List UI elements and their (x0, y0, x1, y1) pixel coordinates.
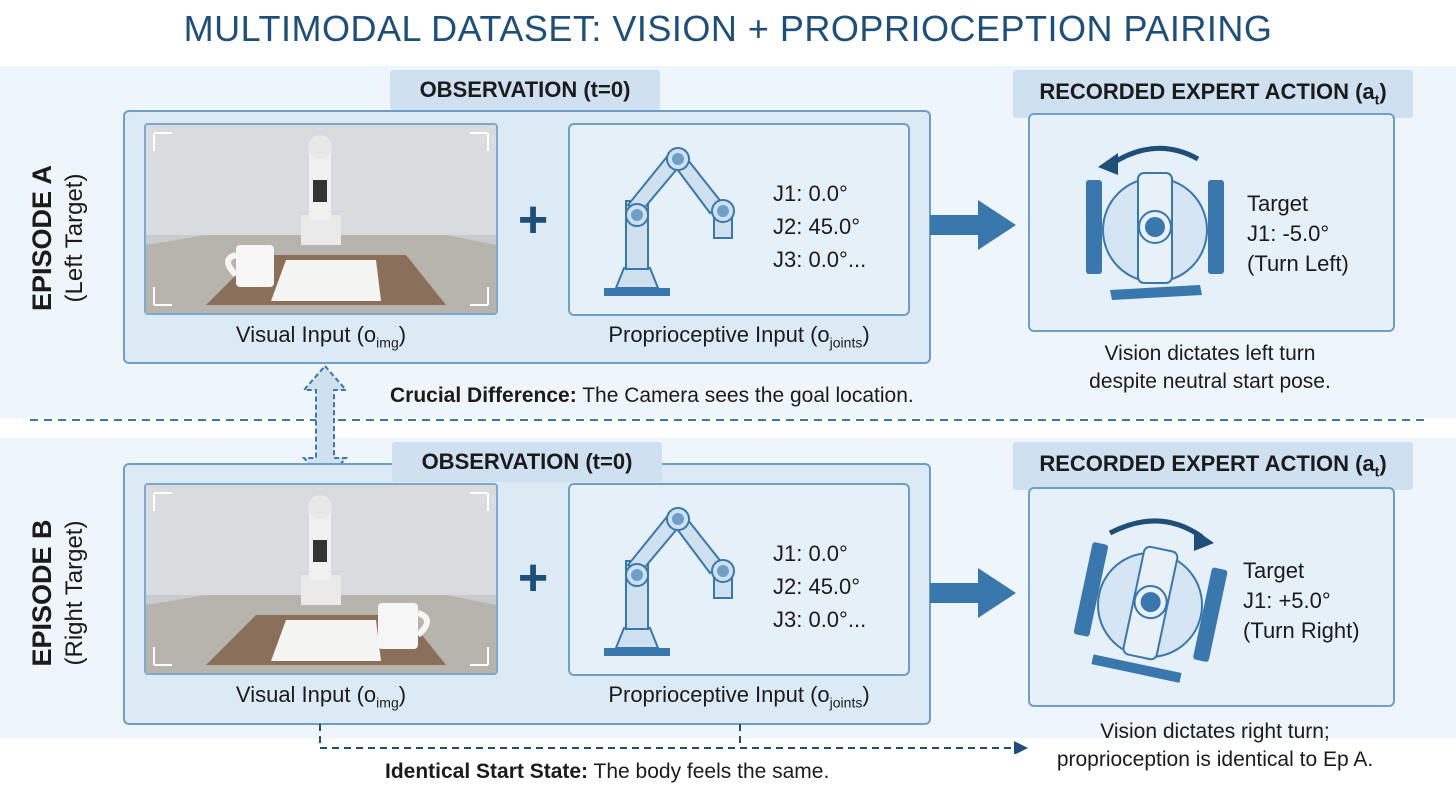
episode-divider (30, 419, 1430, 421)
episode-a-action-panel: Target J1: -5.0° (Turn Left) (1028, 113, 1395, 332)
turn-left-icon (1086, 145, 1224, 300)
episode-b-camera-image (144, 483, 498, 675)
visual-caption-close: ) (398, 322, 407, 347)
episode-b-action-header: RECORDED EXPERT ACTION (at) (1013, 442, 1413, 490)
visual-caption-text: Visual Input (o (235, 322, 377, 347)
episode-a-action-header: RECORDED EXPERT ACTION (at) (1013, 70, 1413, 118)
proprio-caption-text: Proprioceptive Input (o (608, 322, 830, 347)
visual-caption-text: Visual Input (o (235, 682, 377, 707)
proprio-caption-close: ) (862, 322, 870, 347)
robot-scene-left-mug (146, 125, 496, 313)
target-label: Target (1247, 191, 1309, 216)
episode-b-proprio-caption: Proprioceptive Input (ojoints) (568, 682, 910, 710)
episode-a-subtitle: (Left Target) (61, 173, 88, 303)
crucial-difference-body: The Camera sees the goal location. (576, 384, 914, 407)
episode-a-target: Target J1: -5.0° (Turn Left) (1247, 189, 1349, 279)
proprio-caption-sub: joints (829, 694, 863, 711)
action-header-sub: t (1374, 463, 1380, 480)
robot-arm-icon (604, 147, 735, 296)
identical-start-connector (319, 724, 1028, 754)
proprio-caption-sub: joints (829, 334, 863, 351)
visual-caption-sub: img (376, 694, 399, 711)
joint-j3: J3: 0.0°... (773, 247, 867, 272)
proprio-caption-text: Proprioceptive Input (o (608, 682, 830, 707)
turn-right-icon (1073, 518, 1228, 683)
action-header-text: RECORDED EXPERT ACTION (a (1039, 79, 1375, 104)
note-line-1: Vision dictates right turn; (1100, 720, 1330, 743)
identical-start-bold: Identical Start State: (385, 760, 589, 783)
episode-a-right-arrow-icon (930, 200, 1016, 250)
crucial-difference-text: Crucial Difference: The Camera sees the … (390, 384, 914, 408)
identical-start-body: The body feels the same. (588, 760, 830, 783)
joint-j2: J2: 45.0° (773, 574, 861, 599)
episode-a-note: Vision dictates left turn despite neutra… (1010, 340, 1410, 396)
episode-b-joint-values: J1: 0.0° J2: 45.0° J3: 0.0°... (773, 537, 866, 636)
episode-a-joint-values: J1: 0.0° J2: 45.0° J3: 0.0°... (773, 177, 866, 276)
episode-b-target: Target J1: +5.0° (Turn Right) (1243, 556, 1360, 646)
action-header-text: RECORDED EXPERT ACTION (a (1039, 451, 1375, 476)
action-header-sub: t (1374, 91, 1380, 108)
joint-j1: J1: 0.0° (773, 541, 848, 566)
episode-b-observation-header: OBSERVATION (t=0) (392, 442, 662, 482)
target-label: Target (1243, 558, 1305, 583)
action-header-close: ) (1379, 451, 1387, 476)
joint-j3: J3: 0.0°... (773, 607, 867, 632)
robot-scene-right-mug (146, 485, 496, 673)
episode-b-action-panel: Target J1: +5.0° (Turn Right) (1028, 487, 1395, 707)
visual-caption-sub: img (376, 334, 399, 351)
episode-a-proprio-panel: J1: 0.0° J2: 45.0° J3: 0.0°... (568, 123, 910, 316)
target-j1: J1: -5.0° (1247, 221, 1330, 246)
robot-arm-icon (604, 507, 735, 656)
episode-a-plus-icon: + (517, 191, 549, 249)
episode-a-camera-image (144, 123, 498, 315)
episode-b-plus-icon: + (517, 549, 549, 607)
episode-a-title: EPISODE A (27, 164, 57, 312)
joint-j1: J1: 0.0° (773, 181, 848, 206)
episode-b-visual-caption: Visual Input (oimg) (144, 682, 498, 710)
note-line-1: Vision dictates left turn (1104, 342, 1316, 365)
episode-b-subtitle: (Right Target) (61, 520, 88, 666)
target-j1: J1: +5.0° (1243, 588, 1331, 613)
episode-b-note: Vision dictates right turn; propriocepti… (1005, 718, 1425, 774)
target-direction: (Turn Right) (1243, 618, 1360, 643)
target-direction: (Turn Left) (1247, 251, 1349, 276)
episode-a-observation-header: OBSERVATION (t=0) (390, 70, 660, 110)
visual-caption-close: ) (398, 682, 407, 707)
episode-a-visual-caption: Visual Input (oimg) (144, 322, 498, 350)
proprio-caption-close: ) (862, 682, 870, 707)
note-line-2: despite neutral start pose. (1089, 370, 1331, 393)
episode-b-title: EPISODE B (27, 519, 57, 667)
joint-j2: J2: 45.0° (773, 214, 861, 239)
note-line-2: proprioception is identical to Ep A. (1056, 748, 1374, 771)
crucial-difference-bold: Crucial Difference: (390, 384, 577, 407)
episode-a-proprio-caption: Proprioceptive Input (ojoints) (568, 322, 910, 350)
episode-b-proprio-panel: J1: 0.0° J2: 45.0° J3: 0.0°... (568, 483, 910, 676)
episode-b-right-arrow-icon (930, 568, 1016, 618)
page-title: MULTIMODAL DATASET: VISION + PROPRIOCEPT… (183, 8, 1273, 49)
action-header-close: ) (1379, 79, 1387, 104)
episode-a-label: EPISODE A (Left Target) (25, 73, 105, 403)
episode-b-label: EPISODE B (Right Target) (25, 428, 105, 758)
identical-start-text: Identical Start State: The body feels th… (385, 760, 829, 784)
